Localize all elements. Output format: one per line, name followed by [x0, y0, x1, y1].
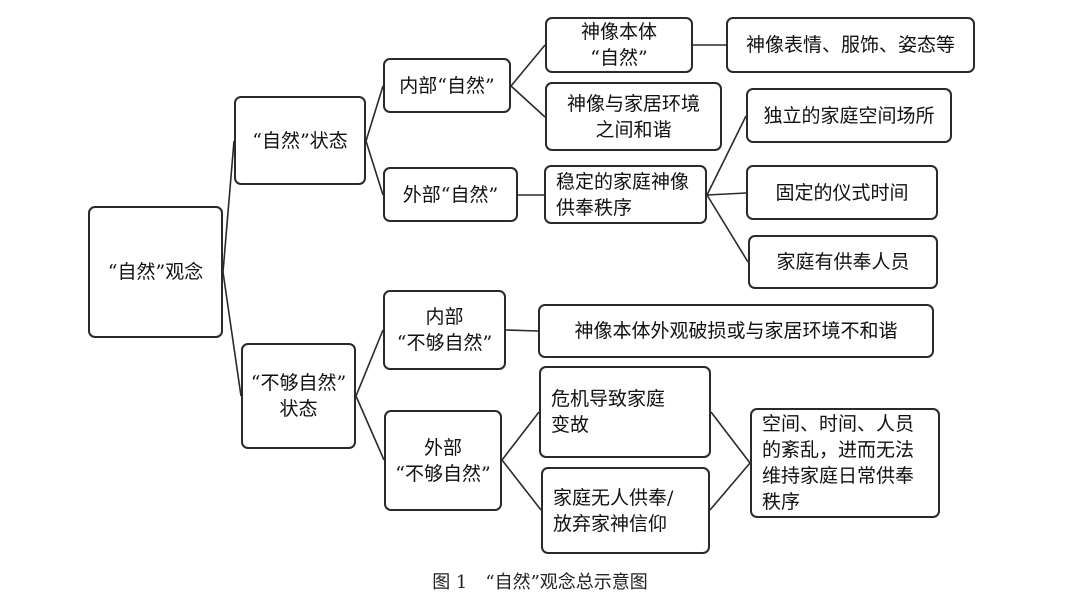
- connector-line: [222, 140, 235, 273]
- connector-line: [710, 411, 751, 464]
- node-root: “自然”观念: [88, 206, 223, 338]
- connector-line: [706, 194, 749, 263]
- connector-line: [222, 271, 242, 397]
- node-deity-body-natural: 神像本体 “自然”: [545, 17, 693, 73]
- node-deity-home-harmony: 神像与家居环境 之间和谐: [545, 82, 722, 151]
- connector-line: [501, 459, 542, 511]
- connector-line: [706, 192, 747, 196]
- node-external-natural: 外部“自然”: [383, 167, 518, 222]
- connector-line: [355, 395, 385, 461]
- connector-line: [706, 115, 747, 196]
- node-disorder: 空间、时间、人员 的紊乱，进而无法 维持家庭日常供奉 秩序: [750, 408, 940, 518]
- node-independent-space: 独立的家庭空间场所: [746, 88, 952, 143]
- node-worship-person: 家庭有供奉人员: [748, 235, 938, 289]
- connector-line: [510, 44, 546, 87]
- node-internal-not-natural: 内部 “不够自然”: [383, 290, 506, 370]
- node-crisis-change: 危机导致家庭 变故: [539, 366, 711, 458]
- connector-line: [510, 85, 546, 118]
- connector-line: [505, 329, 539, 332]
- node-not-natural-state: “不够自然” 状态: [241, 343, 356, 449]
- connector-line: [501, 411, 540, 461]
- connector-line: [365, 85, 384, 142]
- figure-caption: 图 1 “自然”观念总示意图: [432, 572, 648, 593]
- node-stable-order: 稳定的家庭神像 供奉秩序: [544, 165, 707, 224]
- node-fixed-time: 固定的仪式时间: [746, 165, 938, 220]
- node-internal-natural: 内部“自然”: [383, 58, 511, 113]
- connector-line: [365, 140, 384, 196]
- node-no-worship: 家庭无人供奉/ 放弃家神信仰: [541, 467, 710, 554]
- node-external-not-natural: 外部 “不够自然”: [384, 410, 502, 511]
- node-natural-state: “自然”状态: [234, 96, 366, 185]
- node-damage-disharmony: 神像本体外观破损或与家居环境不和谐: [538, 304, 934, 358]
- connector-line: [355, 329, 384, 397]
- node-deity-details: 神像表情、服饰、姿态等: [726, 17, 975, 73]
- connector-line: [709, 462, 751, 511]
